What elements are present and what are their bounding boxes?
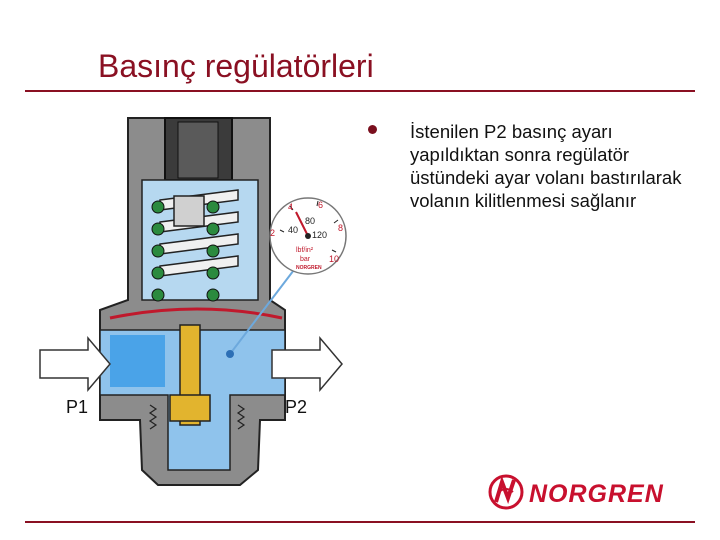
gauge-tick-2: 2 xyxy=(270,228,275,238)
gauge-tick-8: 8 xyxy=(338,223,343,233)
norgren-emblem-icon xyxy=(486,474,526,510)
pressure-gauge: 2 4 6 8 10 40 80 120 lbf/in² bar NORGREN xyxy=(270,198,346,274)
inlet-label: P1 xyxy=(66,397,88,418)
outlet-label: P2 xyxy=(285,397,307,418)
gauge-brand: NORGREN xyxy=(296,265,322,271)
gauge-psi-120: 120 xyxy=(312,230,327,240)
adjusting-screw xyxy=(174,196,204,226)
norgren-logo: NORGREN xyxy=(529,480,664,509)
footer-divider xyxy=(25,521,695,523)
inlet-high-pressure-zone xyxy=(110,335,165,387)
gauge-tick-4: 4 xyxy=(288,202,293,212)
gauge-tick-6: 6 xyxy=(318,200,323,210)
gauge-unit-bar: bar xyxy=(300,256,311,263)
gauge-tick-10: 10 xyxy=(329,254,339,264)
valve-poppet xyxy=(170,395,210,421)
gauge-psi-40: 40 xyxy=(288,225,298,235)
gauge-unit-psi: lbf/in² xyxy=(296,247,314,254)
gauge-psi-80: 80 xyxy=(305,216,315,226)
